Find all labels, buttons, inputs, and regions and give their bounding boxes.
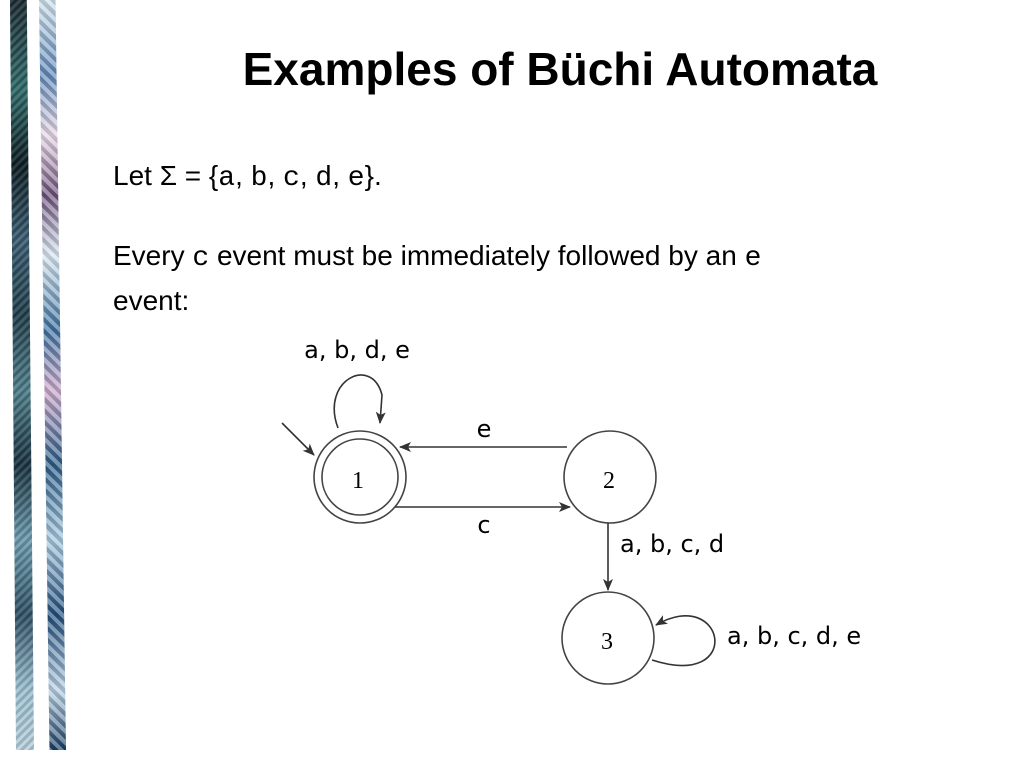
rule-line-1: Every c event must be immediately follow… xyxy=(113,240,761,274)
self-loop-edge-3 xyxy=(651,615,716,667)
self-loop-edge-1 xyxy=(333,374,386,429)
state-1-label: 1 xyxy=(352,468,364,494)
slide-title: Examples of Büchi Automata xyxy=(242,43,878,95)
rule-symbol-c: c xyxy=(192,243,210,274)
state-2-circle xyxy=(563,430,657,524)
separator: , xyxy=(299,160,316,191)
rule-text: Every xyxy=(113,240,193,271)
state-1: 1 xyxy=(313,430,407,524)
alphabet-symbol: c xyxy=(283,163,300,194)
alphabet-symbol: d xyxy=(315,163,333,194)
edge-label-2-3: a, b, c, d xyxy=(620,530,724,558)
edge-label-3-3: a, b, c, d, e xyxy=(727,622,861,650)
state-1-inner-circle xyxy=(321,438,399,516)
rule-text: event must be immediately followed by an xyxy=(209,240,745,271)
alphabet-symbol: a xyxy=(218,163,236,194)
separator: , xyxy=(235,160,251,191)
sigma-symbol: Σ xyxy=(159,160,178,191)
state-2: 2 xyxy=(563,430,657,524)
state-3-label: 3 xyxy=(601,629,613,655)
set-close: }. xyxy=(364,160,382,191)
edge-label-1-2: c xyxy=(477,511,490,539)
state-3-circle xyxy=(561,591,655,685)
initial-arrow xyxy=(281,422,315,456)
rule-symbol-e: e xyxy=(744,243,762,274)
alphabet-symbol: e xyxy=(347,163,365,194)
rule-line-2: event: xyxy=(113,285,190,316)
set-open: = { xyxy=(177,160,219,191)
alphabet-definition: Let Σ = {a, b, c, d, e}. xyxy=(113,160,382,194)
alphabet-symbol: b xyxy=(250,163,268,194)
let-text: Let xyxy=(113,160,160,191)
edge-label-1-1: a, b, d, e xyxy=(304,336,410,364)
edge-label-2-1: e xyxy=(477,415,492,443)
state-2-label: 2 xyxy=(603,468,615,494)
separator: , xyxy=(332,160,348,191)
state-3: 3 xyxy=(561,591,655,685)
separator: , xyxy=(267,160,284,191)
